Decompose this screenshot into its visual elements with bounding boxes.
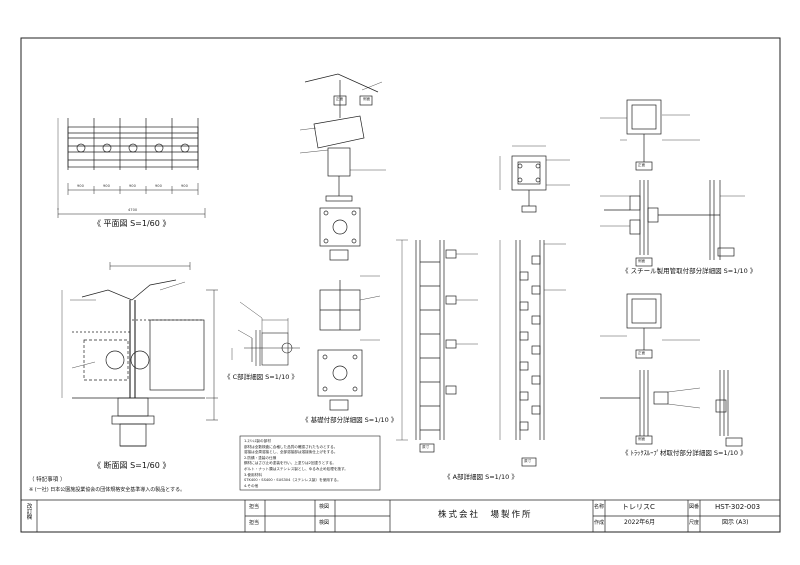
spec-note-line: 2.防錆・塗装の仕様 bbox=[244, 455, 277, 460]
sheet-border bbox=[20, 37, 781, 533]
spec-note-line: 部材は全数検査に合格した品質の確認されたものとする。 bbox=[244, 444, 338, 449]
notes-line: ※ (一社) 日本公園施設業協会の団体規格安全基準導入の製品とする。 bbox=[29, 487, 186, 493]
base-detail-drawing bbox=[299, 73, 386, 411]
drawing-number: HST-302-003 bbox=[715, 503, 761, 511]
drawing-scale: 図示 (A3) bbox=[722, 519, 749, 526]
spec-note-line: 鋼材にはさび止め塗装を行い、上塗りは2回塗りとする。 bbox=[244, 461, 337, 466]
plan-total-dim: 4700 bbox=[128, 208, 138, 212]
fitting-detail-drawing bbox=[600, 293, 743, 447]
section-view-title: 《 断面図 S=1/60 》 bbox=[93, 461, 171, 470]
tb-row-label: 担当 bbox=[249, 520, 260, 526]
plan-view-drawing bbox=[57, 118, 206, 218]
plan-seg-dim: 900 bbox=[155, 184, 162, 188]
plan-view-title: 《 平面図 S=1/60 》 bbox=[93, 219, 171, 228]
company-name: 株式会社 場製作所 bbox=[438, 510, 533, 520]
c-detail-title: 《 C部詳細図 S=1/10 》 bbox=[224, 373, 298, 381]
base-detail-title: 《 基礎付部分詳細図 S=1/10 》 bbox=[302, 416, 398, 424]
tb-row-label: 検図 bbox=[319, 520, 330, 526]
a-detail-drawing bbox=[396, 145, 570, 467]
post-detail-title: 《 スチール製用管取付部分詳細図 S=1/10 》 bbox=[622, 267, 757, 275]
spec-note-line: 溶接は全周溶接とし、全部溶接部は溶接後仕上げをする。 bbox=[244, 450, 338, 455]
plan-seg-dim: 900 bbox=[129, 184, 136, 188]
spec-note-line: ボルト・ナット類はステンレス製とし、ゆるみ止め処理を施す。 bbox=[244, 466, 348, 471]
side-tag: 側面 bbox=[638, 437, 646, 441]
revision-label: 改訂欄 bbox=[25, 503, 32, 520]
drawing-no-label: 図番 bbox=[689, 504, 700, 510]
a-detail-title: 《 A部詳細図 S=1/10 》 bbox=[444, 473, 518, 481]
c-detail-drawing bbox=[231, 301, 300, 366]
side-tag: 側面 bbox=[638, 259, 646, 263]
front-tag: 正面 bbox=[638, 163, 646, 167]
fitting-detail-title: 《 ﾄﾗｯｸｽﾙｰﾌﾟ材取付部分詳細図 S=1/10 》 bbox=[622, 449, 747, 457]
spec-note-line: 3.使用材料 bbox=[244, 472, 262, 477]
plan-seg-dim: 900 bbox=[181, 184, 188, 188]
tb-row-label: 検図 bbox=[319, 504, 330, 510]
frame-tag: 原寸 bbox=[524, 459, 532, 463]
drawing-name: トレリスC bbox=[622, 503, 655, 511]
spec-note-line: 1.ｽﾃﾝﾚｽ製の部材 bbox=[244, 439, 271, 443]
drawing-date: 2022年6月 bbox=[624, 519, 656, 526]
front-tag: 正面 bbox=[638, 351, 646, 355]
notes-title: （ 特記事項 ） bbox=[29, 477, 66, 483]
spec-notes: 1.ｽﾃﾝﾚｽ製の部材 部材は全数検査に合格した品質の確認されたものとする。 溶… bbox=[244, 439, 348, 489]
title-block-frame bbox=[21, 499, 780, 532]
front-tag: 正面 bbox=[336, 97, 344, 101]
spec-note-line: STK400・SS400・SUS304（ステンレス製）を使用する。 bbox=[244, 478, 341, 483]
name-label: 名称 bbox=[594, 504, 605, 510]
scale-label: 尺度 bbox=[689, 520, 700, 526]
frame-tag: 原寸 bbox=[422, 445, 430, 449]
date-label: 作成 bbox=[594, 520, 605, 526]
spec-notes-box bbox=[239, 435, 381, 491]
tb-row-label: 担当 bbox=[249, 504, 260, 510]
plan-seg-dim: 900 bbox=[103, 184, 110, 188]
side-tag: 側面 bbox=[363, 97, 371, 101]
post-detail-drawing bbox=[600, 99, 745, 267]
plan-seg-dim: 900 bbox=[77, 184, 84, 188]
spec-note-line: 4.その他 bbox=[244, 483, 259, 488]
section-view-drawing bbox=[61, 262, 218, 447]
